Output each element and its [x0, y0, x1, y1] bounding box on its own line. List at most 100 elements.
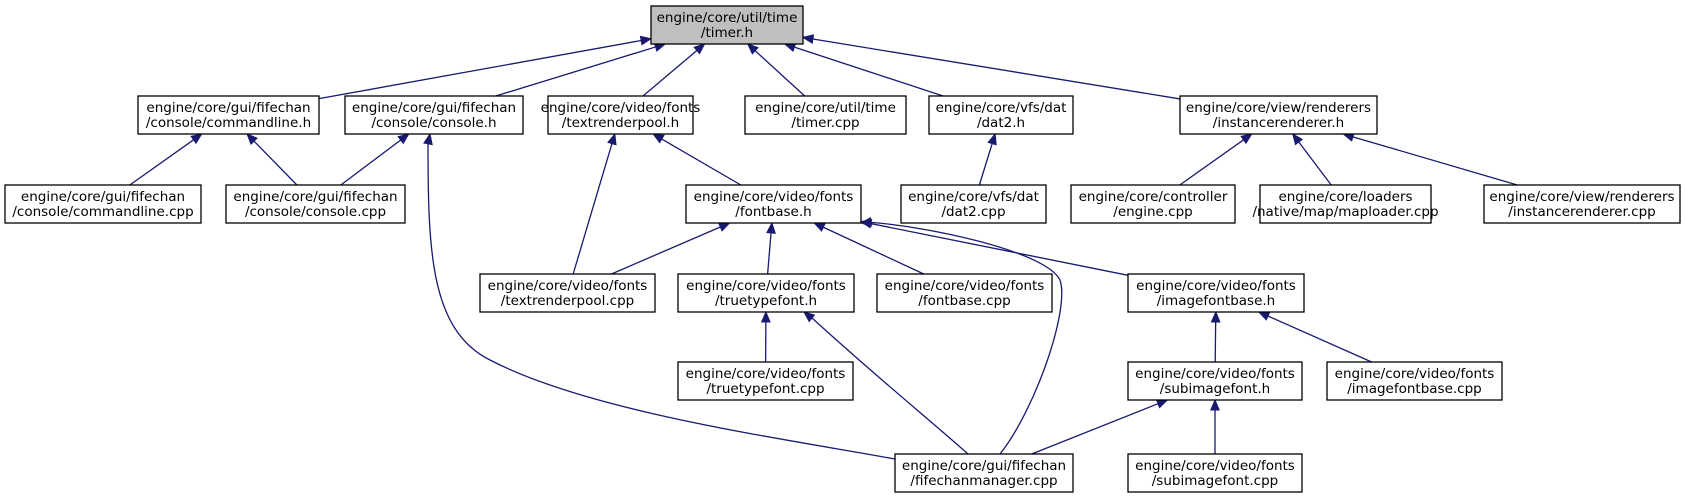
node-box — [1070, 184, 1236, 224]
edge-instancerenderer_h-to-timer_h — [801, 34, 1181, 100]
node-imagefontbase-cpp[interactable]: engine/core/video/fonts/imagefontbase.cp… — [1326, 361, 1503, 401]
node-label-line: /dat2.cpp — [941, 204, 1005, 220]
edge-line — [811, 317, 969, 455]
node-box — [1259, 184, 1432, 224]
edge-arrowhead — [1292, 132, 1304, 146]
edge-arrowhead — [423, 132, 433, 146]
node-commandline-cpp[interactable]: engine/core/gui/fifechan/console/command… — [4, 184, 202, 224]
node-box — [225, 184, 406, 224]
node-box — [744, 95, 907, 135]
node-label-line: /instancerenderer.h — [1213, 115, 1344, 131]
node-box — [344, 95, 524, 135]
node-textrenderpool-cpp[interactable]: engine/core/video/fonts/textrenderpool.c… — [479, 273, 656, 313]
edge-line — [812, 38, 1181, 100]
node-label-line: engine/core/video/fonts — [488, 278, 648, 294]
edge-line — [1031, 403, 1159, 455]
edge-subimagefont_cpp-to-subimagefont_h — [1210, 398, 1220, 454]
edge-fifechanmanager_cpp-to-fontbase_h — [859, 217, 1063, 455]
node-box — [547, 95, 694, 135]
node-label-line: engine/core/gui/fifechan — [21, 189, 185, 205]
edge-arrowhead — [802, 311, 816, 323]
node-box — [650, 5, 804, 45]
node-box — [1483, 184, 1681, 224]
edge-console_cpp-to-commandline_h — [246, 133, 298, 186]
edge-line — [253, 140, 298, 186]
node-subimagefont-h[interactable]: engine/core/video/fonts/subimagefont.h — [1127, 361, 1303, 401]
node-instancerenderer-h[interactable]: engine/core/view/renderers/instancerende… — [1179, 95, 1378, 135]
edge-arrowhead — [760, 310, 771, 323]
edge-fontbase_h-to-textrenderpool_h — [652, 133, 742, 186]
node-fontbase-cpp[interactable]: engine/core/video/fonts/fontbase.cpp — [876, 273, 1053, 313]
node-box — [1179, 95, 1378, 135]
edge-arrowhead — [639, 35, 653, 46]
node-imagefontbase-h[interactable]: engine/core/video/fonts/imagefontbase.h — [1127, 273, 1305, 313]
node-fontbase-h[interactable]: engine/core/video/fonts/fontbase.h — [685, 184, 862, 224]
edge-instancerenderer_cpp-to-instancerenderer_h — [1342, 132, 1518, 186]
edge-console_cpp-to-console_h — [340, 133, 410, 186]
edge-arrowhead — [1257, 311, 1271, 321]
node-subimagefont-cpp[interactable]: engine/core/video/fonts/subimagefont.cpp — [1127, 453, 1303, 493]
node-label-line: /native/map/maploader.cpp — [1252, 204, 1438, 220]
node-label-line: /fontbase.h — [735, 204, 811, 220]
node-console-h[interactable]: engine/core/gui/fifechan/console/console… — [344, 95, 524, 135]
node-box — [4, 184, 202, 224]
edge-textrenderpool_cpp-to-textrenderpool_h — [572, 132, 617, 275]
node-console-cpp[interactable]: engine/core/gui/fifechan/console/console… — [225, 184, 406, 224]
edge-commandline_h-to-timer_h — [318, 35, 653, 100]
edge-fifechanmanager_cpp-to-truetypefont_h — [802, 311, 969, 455]
node-label-line: /console/console.h — [371, 115, 496, 131]
node-label-line: /dat2.h — [977, 115, 1025, 131]
node-label-line: engine/core/util/time — [657, 10, 798, 26]
edge-arrowhead — [801, 34, 815, 44]
node-label-line: /textrenderpool.h — [562, 115, 679, 131]
edge-arrowhead — [987, 132, 997, 146]
node-instancerenderer-cpp[interactable]: engine/core/view/renderers/instancerende… — [1483, 184, 1681, 224]
node-box — [677, 273, 855, 313]
node-label-line: engine/core/video/fonts — [1135, 366, 1295, 382]
node-label-line: engine/core/video/fonts — [694, 189, 854, 205]
edge-arrowhead — [397, 133, 410, 145]
node-maploader-cpp[interactable]: engine/core/loaders/native/map/maploader… — [1252, 184, 1439, 224]
edge-subimagefont_h-to-imagefontbase_h — [1210, 310, 1221, 363]
edge-line — [754, 50, 806, 97]
node-label-line: /instancerenderer.cpp — [1508, 204, 1655, 220]
node-label-line: /subimagefont.cpp — [1152, 473, 1278, 489]
node-label-line: engine/core/video/fonts — [686, 366, 846, 382]
edge-line — [427, 141, 896, 460]
edge-fifechanmanager_cpp-to-subimagefont_h — [1031, 399, 1169, 455]
node-label-line: engine/core/util/time — [755, 100, 896, 116]
node-box — [677, 361, 854, 401]
node-label-line: engine/core/vfs/dat — [908, 189, 1039, 205]
node-timer-cpp[interactable]: engine/core/util/time/timer.cpp — [744, 95, 907, 135]
edge-arrowhead — [190, 133, 203, 145]
node-label-line: /console/console.cpp — [245, 204, 386, 220]
node-textrenderpool-h[interactable]: engine/core/video/fonts/textrenderpool.h — [541, 95, 701, 135]
node-fifechanmanager-cpp[interactable]: engine/core/gui/fifechan/fifechanmanager… — [894, 453, 1074, 493]
edge-line — [823, 226, 924, 275]
nodes-layer: engine/core/util/time/timer.hengine/core… — [4, 5, 1681, 493]
node-truetypefont-h[interactable]: engine/core/video/fonts/truetypefont.h — [677, 273, 855, 313]
node-label-line: engine/core/gui/fifechan — [352, 100, 516, 116]
node-label-line: /timer.cpp — [791, 115, 859, 131]
edge-line — [318, 39, 642, 100]
edge-truetypefont_h-to-fontbase_h — [766, 221, 776, 275]
edge-arrowhead — [766, 221, 776, 234]
node-box — [479, 273, 656, 313]
node-label-line: engine/core/video/fonts — [686, 278, 846, 294]
edge-line — [611, 226, 721, 275]
edge-arrowhead — [652, 133, 665, 144]
node-engine-cpp[interactable]: engine/core/controller/engine.cpp — [1070, 184, 1236, 224]
edge-line — [572, 143, 613, 275]
node-commandline-h[interactable]: engine/core/gui/fifechan/console/command… — [137, 95, 320, 135]
node-truetypefont-cpp[interactable]: engine/core/video/fonts/truetypefont.cpp — [677, 361, 854, 401]
node-label-line: engine/core/gui/fifechan — [902, 458, 1066, 474]
edge-dat2_h-to-timer_h — [783, 42, 944, 97]
edge-dat2_cpp-to-dat2_h — [978, 132, 997, 186]
edge-arrowhead — [813, 222, 826, 232]
node-dat2-cpp[interactable]: engine/core/vfs/dat/dat2.cpp — [900, 184, 1047, 224]
node-timer-h[interactable]: engine/core/util/time/timer.h — [650, 5, 804, 45]
edge-line — [794, 46, 944, 97]
edge-textrenderpool_cpp-to-fontbase_h — [611, 222, 731, 275]
node-label-line: engine/core/gui/fifechan — [233, 189, 397, 205]
node-dat2-h[interactable]: engine/core/vfs/dat/dat2.h — [928, 95, 1074, 135]
